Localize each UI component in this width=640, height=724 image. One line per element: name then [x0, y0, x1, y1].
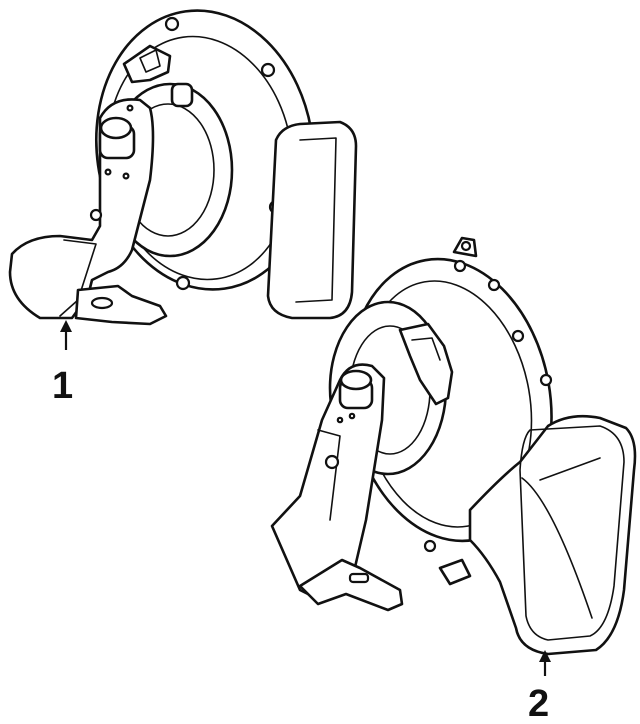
callout-1-leader — [60, 320, 72, 350]
horn-2 — [270, 236, 637, 656]
callout-2-leader — [539, 650, 551, 676]
callout-1-label: 1 — [52, 365, 73, 407]
callout-2-label: 2 — [528, 683, 549, 724]
horn-1 — [8, 9, 358, 326]
